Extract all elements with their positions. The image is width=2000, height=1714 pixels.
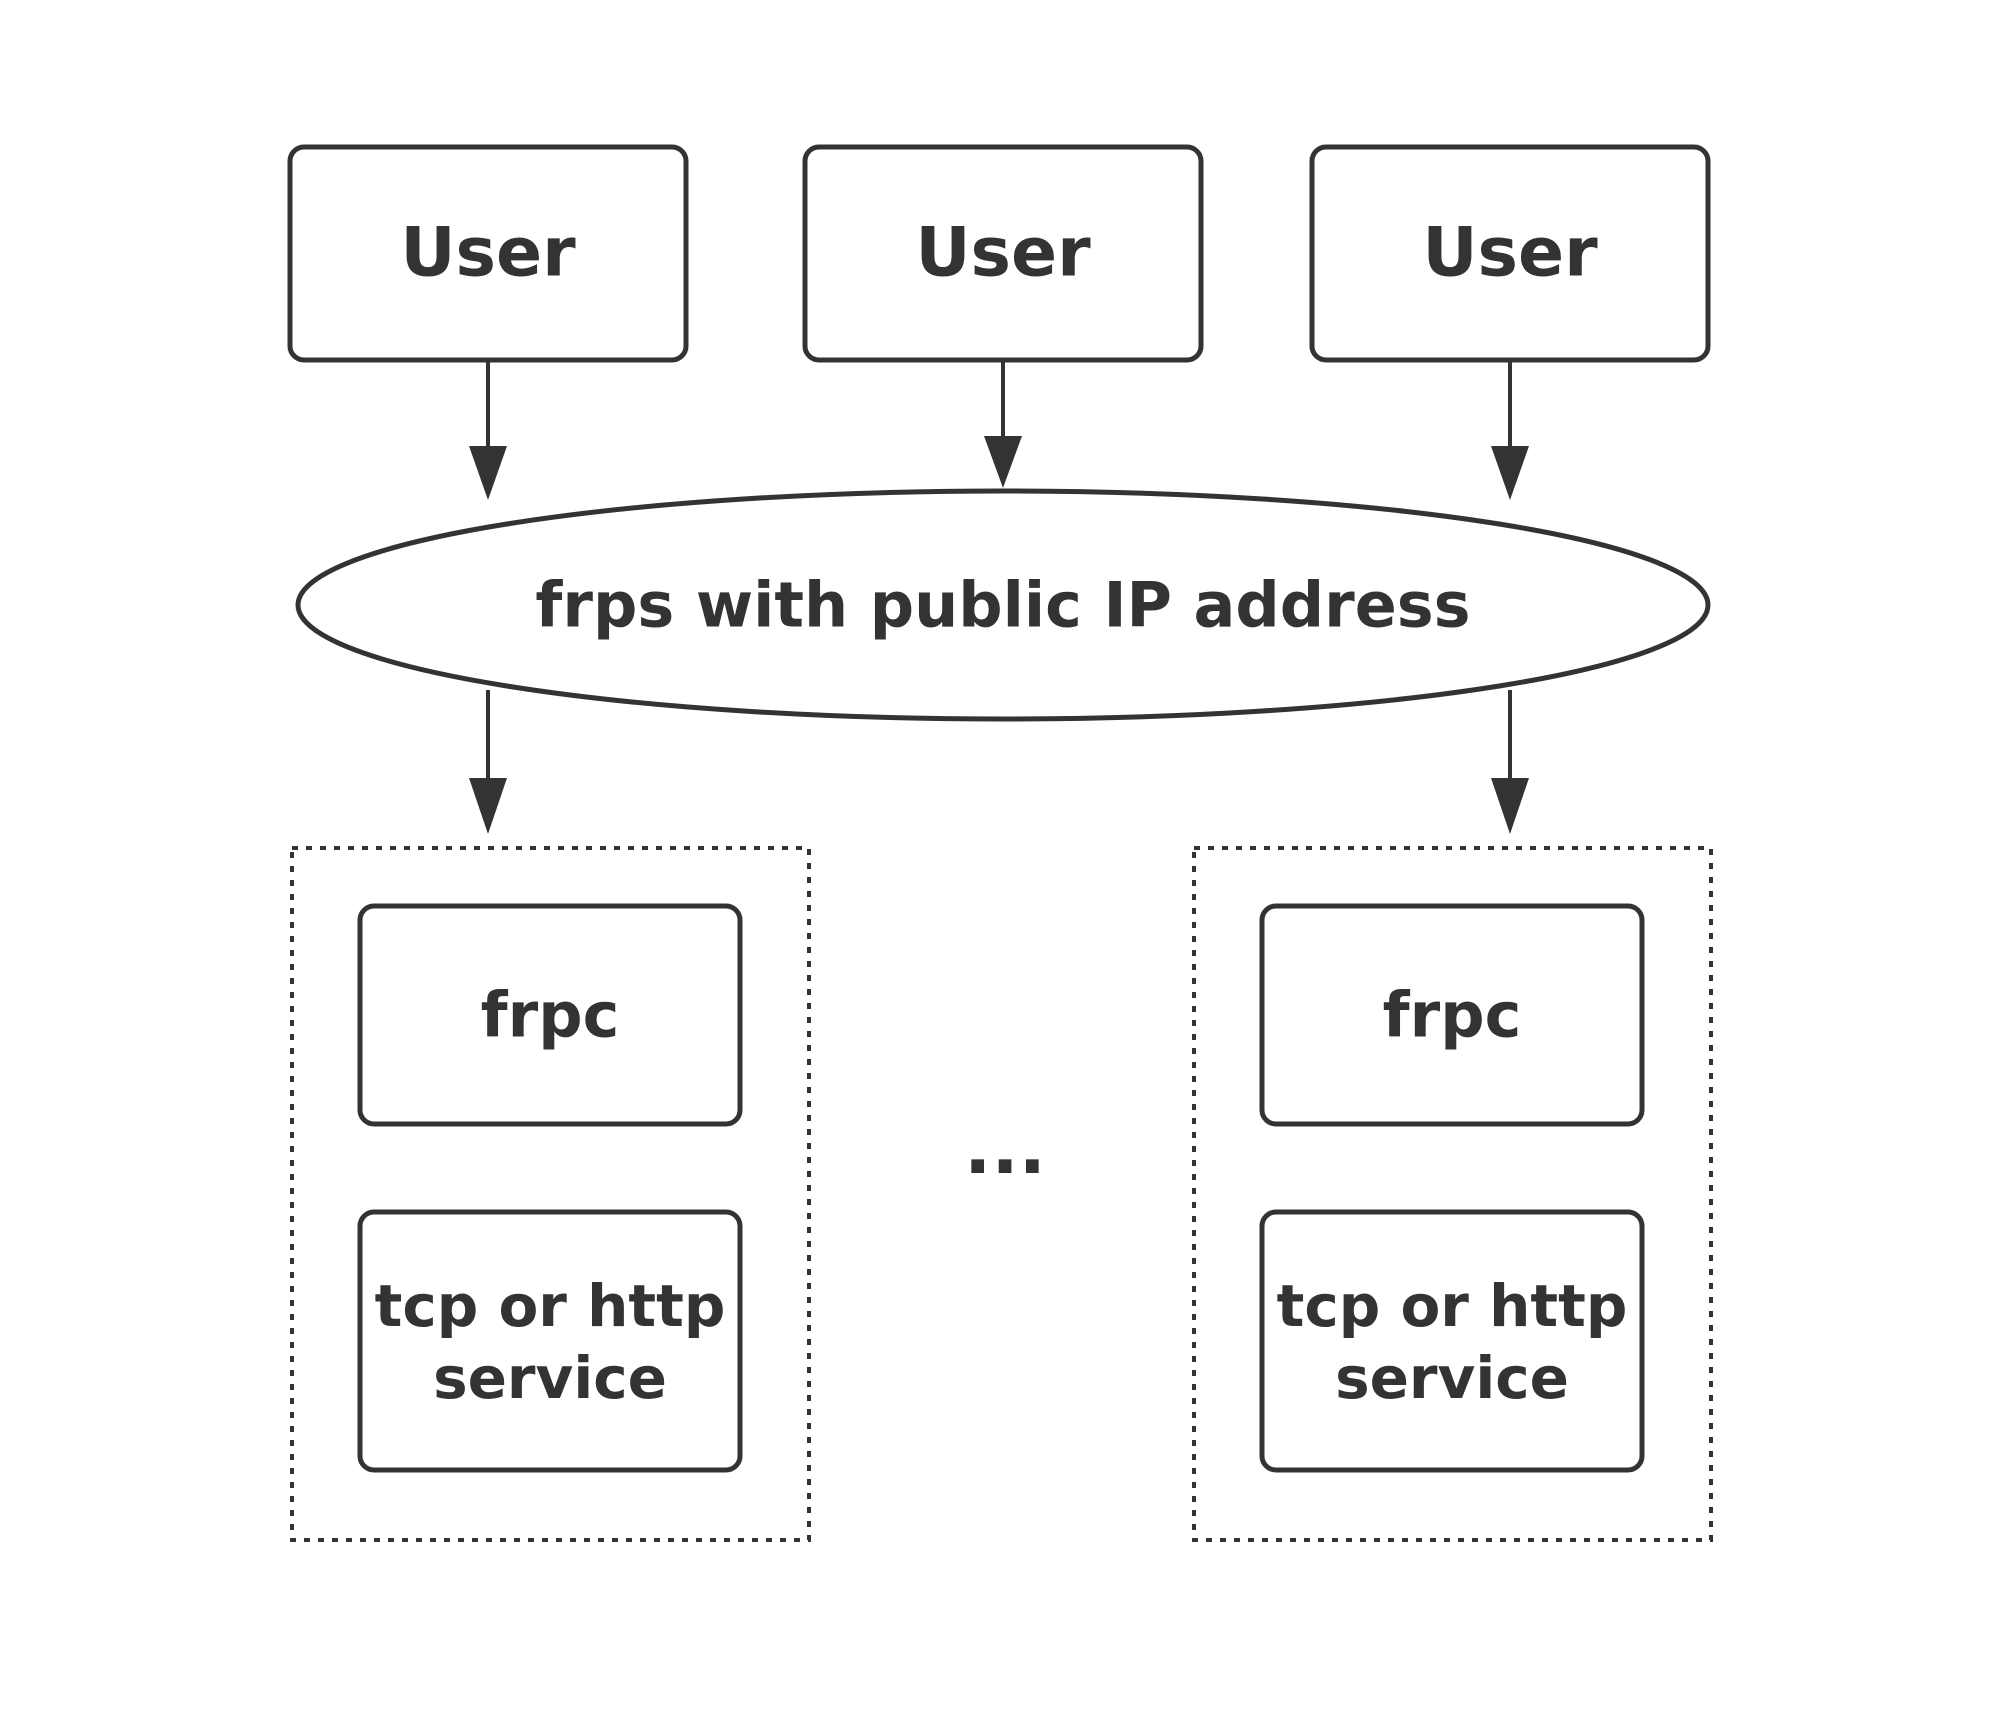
user-node-2: User <box>802 144 1204 363</box>
arrowhead-icon <box>1491 446 1529 500</box>
edge-user3-to-server <box>1491 360 1529 500</box>
frpc-label: frpc <box>481 979 620 1052</box>
frpc-label: frpc <box>1383 979 1522 1052</box>
user-node-3: User <box>1309 144 1711 363</box>
edge-server-to-client1 <box>469 690 507 834</box>
arrowhead-icon <box>469 446 507 500</box>
client-group-2: frpc tcp or http service <box>1192 846 1713 1542</box>
frps-server-node: frps with public IP address <box>295 488 1711 722</box>
arrowhead-icon <box>469 778 507 834</box>
service-node: tcp or http service <box>357 1209 743 1473</box>
service-label-line-1: tcp or http <box>375 1272 726 1340</box>
arrowhead-icon <box>1491 778 1529 834</box>
client-group-border <box>290 846 811 1542</box>
user-node-label: User <box>915 214 1091 293</box>
edge-server-to-client2 <box>1491 690 1529 834</box>
frpc-node: frpc <box>357 903 743 1127</box>
service-node: tcp or http service <box>1259 1209 1645 1473</box>
arrowhead-icon <box>984 436 1022 488</box>
service-label-line-1: tcp or http <box>1277 1272 1628 1340</box>
edge-user2-to-server <box>984 360 1022 488</box>
user-node-1: User <box>287 144 689 363</box>
user-node-label: User <box>400 214 576 293</box>
client-group-1: frpc tcp or http service <box>290 846 811 1542</box>
edge-user1-to-server <box>469 360 507 500</box>
frps-server-label: frps with public IP address <box>535 569 1470 642</box>
user-node-label: User <box>1422 214 1598 293</box>
service-label-line-2: service <box>1335 1344 1569 1412</box>
more-clients-ellipsis: ... <box>964 1106 1046 1190</box>
service-label-line-2: service <box>433 1344 667 1412</box>
frpc-node: frpc <box>1259 903 1645 1127</box>
client-group-border <box>1192 846 1713 1542</box>
